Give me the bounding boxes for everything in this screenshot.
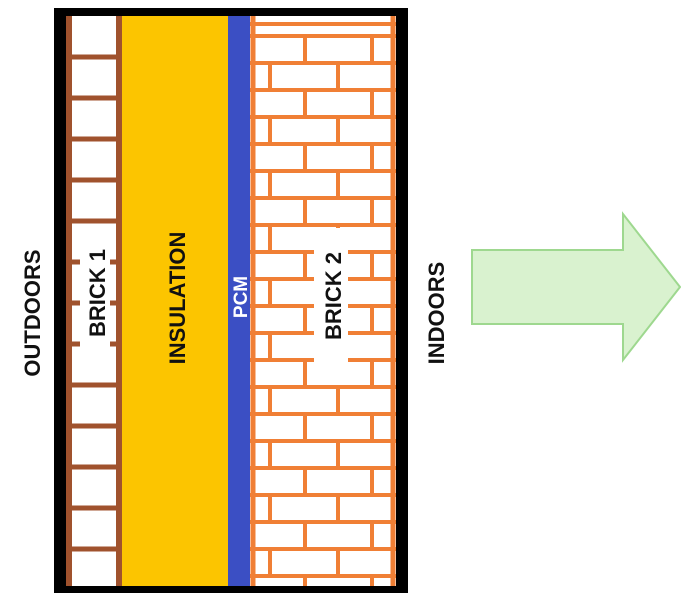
insulation-layer: INSULATION	[122, 16, 228, 586]
brick-1-label-box	[80, 228, 110, 358]
insulation-label: INSULATION	[165, 232, 190, 365]
brick-2-mortar-lines	[250, 16, 396, 586]
pcm-layer: PCM	[228, 16, 252, 586]
outdoors-label: OUTDOORS	[20, 249, 45, 376]
pcm-fill	[228, 16, 250, 586]
brick-2-layer: BRICK 2	[250, 16, 396, 586]
pcm-label: PCM	[231, 276, 252, 318]
brick-1-mortar-lines	[66, 16, 122, 586]
right-arrow-icon	[471, 211, 681, 363]
brick-2-label-box	[314, 228, 348, 362]
brick-1-layer: BRICK 1	[66, 16, 122, 586]
indoors-label: INDOORS	[424, 262, 449, 365]
brick-2-label: BRICK 2	[321, 252, 346, 340]
brick-1-label: BRICK 1	[85, 249, 110, 337]
insulation-fill	[122, 16, 228, 586]
